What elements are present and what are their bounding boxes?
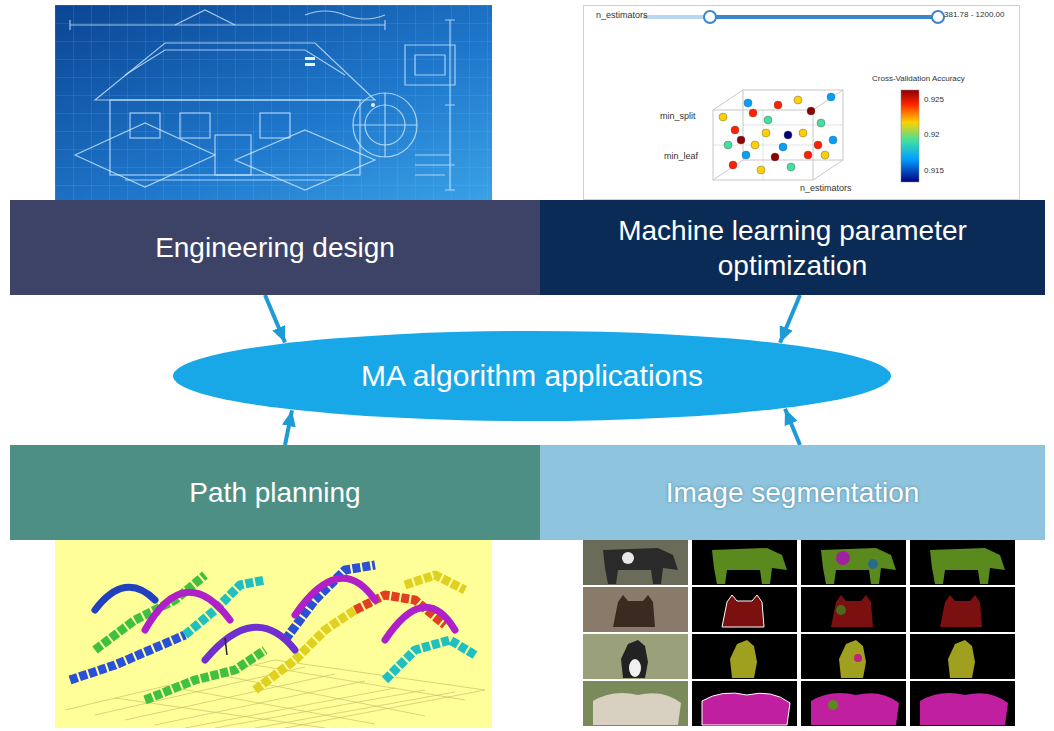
- node-text: MA algorithm applications: [361, 357, 703, 395]
- category-band: Engineering design: [10, 200, 540, 295]
- arrow-connector: [265, 295, 285, 343]
- arrow-connector: [285, 410, 292, 445]
- arrow-connector: [785, 409, 800, 445]
- colorbar-tick: 0.915: [924, 167, 944, 175]
- arrow-connector: [780, 295, 800, 343]
- category-band: Image segmentation: [540, 445, 1045, 540]
- path-planning-image: [55, 540, 492, 728]
- category-band: Machine learning parameter optimization: [540, 200, 1045, 295]
- node-text: Path planning: [189, 475, 360, 510]
- blueprint-image: [55, 5, 492, 200]
- axis-label: min_leaf: [664, 152, 698, 161]
- segmentation-image: [583, 540, 1020, 728]
- axis-label: min_split: [660, 112, 696, 121]
- colorbar-tick: 0.925: [924, 96, 944, 104]
- slider-label: n_estimators: [596, 11, 648, 20]
- node-text: Engineering design: [155, 230, 395, 265]
- scatter-chart-image: [583, 5, 1020, 200]
- category-band: Path planning: [10, 445, 540, 540]
- central-ellipse: MA algorithm applications: [172, 330, 892, 422]
- node-text: Machine learning parameter optimization: [563, 213, 1023, 283]
- slider-range: 381.78 - 1200.00: [944, 11, 1005, 19]
- colorbar-tick: 0.92: [924, 131, 940, 139]
- node-text: Image segmentation: [666, 475, 920, 510]
- axis-label: n_estimators: [800, 184, 852, 193]
- colorbar-title: Cross-Validation Accuracy: [872, 75, 965, 83]
